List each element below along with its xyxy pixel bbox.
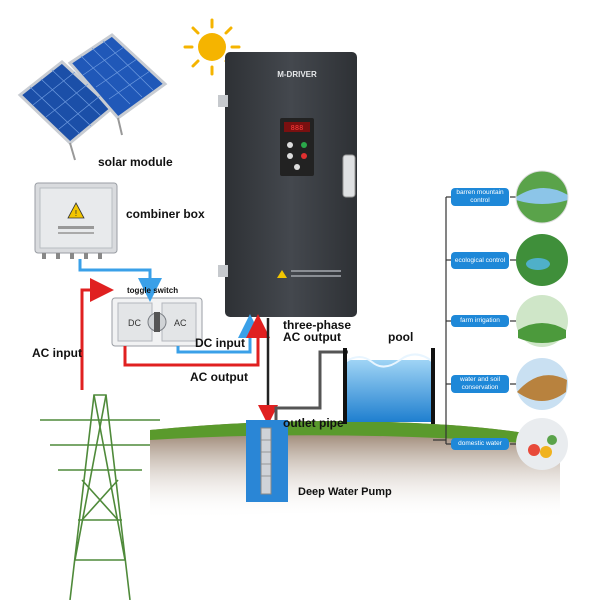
label-deep-water-pump: Deep Water Pump (298, 486, 392, 498)
outlet-pipe (274, 350, 348, 420)
label-ac-output: AC output (190, 370, 248, 384)
wiring (78, 259, 278, 425)
solar-module-icon (17, 33, 168, 161)
sun-icon (183, 18, 241, 76)
label-three-phase: three-phase (283, 318, 352, 332)
svg-text:!: ! (74, 209, 77, 218)
switch-dc-label: DC (128, 318, 141, 328)
inverter-icon: 888 M-DRIVER (218, 52, 357, 317)
switch-ac-label: AC (174, 318, 187, 328)
power-tower-icon (40, 394, 160, 600)
label-solar-module: solar module (98, 155, 173, 169)
label-pool: pool (388, 330, 414, 344)
application-photo-domestic (516, 418, 568, 470)
application-photo-ecological (516, 234, 568, 286)
app-pill-domestic-water: domestic water (451, 438, 509, 450)
label-ac-input: AC input (32, 346, 82, 360)
application-photo-soil (516, 358, 568, 410)
combiner-box-icon: ! (34, 182, 118, 259)
app-pill-water-soil: water and soil conservation (451, 375, 509, 393)
app-pill-ecological: ecological control (451, 252, 509, 269)
ground (150, 421, 560, 520)
label-outlet-pipe: outlet pipe (283, 416, 344, 430)
label-dc-input: DC input (195, 336, 245, 350)
label-combiner-box: combiner box (126, 207, 205, 221)
toggle-switch-icon: DC AC (111, 297, 203, 347)
app-pill-farm-irrigation: farm irrigation (451, 315, 509, 327)
application-photo-farm (516, 295, 568, 347)
label-three-phase-ac-output: AC output (283, 330, 341, 344)
deep-water-pump-icon (246, 420, 288, 502)
app-pill-barren-mountain: barren mountain control (451, 188, 509, 206)
application-tree (433, 196, 516, 445)
label-toggle-switch: toggle switch (127, 286, 179, 295)
inverter-brand: M-DRIVER (277, 70, 317, 79)
svg-text:888: 888 (291, 124, 304, 132)
pool-icon (343, 348, 435, 424)
application-photo-barren (515, 170, 569, 224)
